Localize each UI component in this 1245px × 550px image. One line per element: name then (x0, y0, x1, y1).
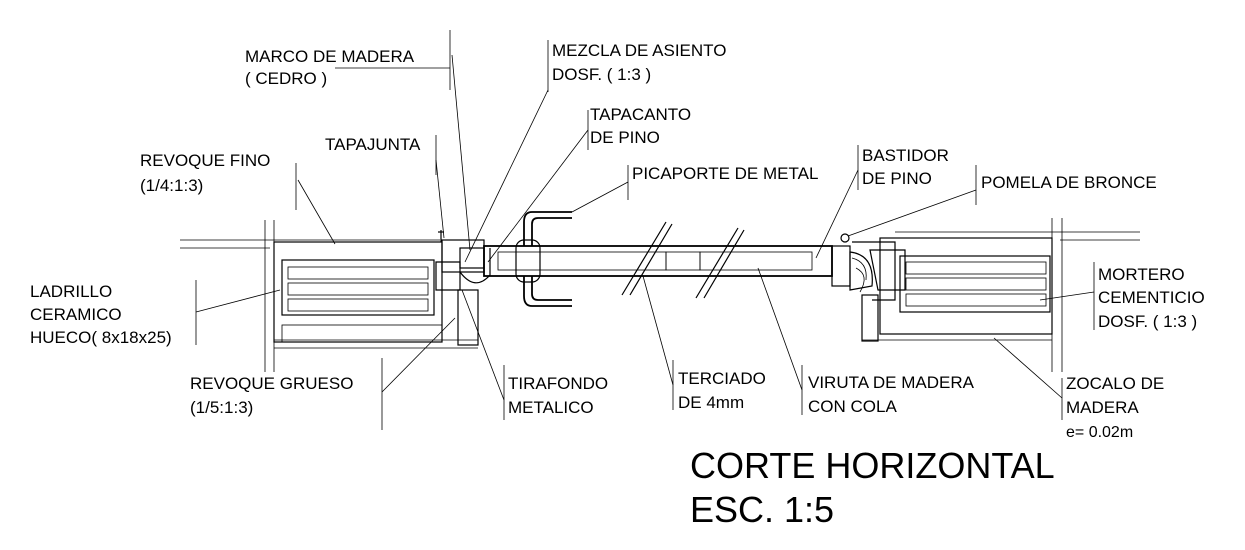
label-ladrillo-3: HUECO( 8x18x25) (30, 328, 172, 347)
left-wall (180, 220, 478, 372)
label-zocalo-3: e= 0.02m (1066, 424, 1133, 441)
callout-labels: MARCO DE MADERA ( CEDRO ) MEZCLA DE ASIE… (30, 41, 1205, 441)
label-terciado-2: DE 4mm (678, 393, 744, 412)
label-tirafondo-1: TIRAFONDO (508, 374, 608, 393)
title-line-2: ESC. 1:5 (690, 489, 834, 530)
label-tapacanto-1: TAPACANTO (590, 105, 691, 124)
label-mortero-1: MORTERO (1098, 265, 1185, 284)
label-mezcla-1: MEZCLA DE ASIENTO (552, 41, 726, 60)
label-mortero-2: CEMENTICIO (1098, 288, 1205, 307)
label-viruta-1: VIRUTA DE MADERA (808, 373, 975, 392)
label-pomela: POMELA DE BRONCE (981, 173, 1157, 192)
label-revoque-fino-2: (1/4:1:3) (140, 176, 203, 195)
label-viruta-2: CON COLA (808, 397, 897, 416)
label-picaporte: PICAPORTE DE METAL (632, 164, 818, 183)
right-door-frame (831, 233, 906, 301)
left-door-frame (435, 230, 491, 346)
label-terciado-1: TERCIADO (678, 369, 766, 388)
label-revoque-grueso-2: (1/5:1:3) (190, 398, 253, 417)
label-marco-1: MARCO DE MADERA (245, 47, 415, 66)
label-marco-2: ( CEDRO ) (245, 69, 327, 88)
label-bastidor-2: DE PINO (862, 169, 932, 188)
drawing-title: CORTE HORIZONTAL ESC. 1:5 (690, 445, 1055, 530)
right-wall (861, 218, 1140, 372)
label-ladrillo-1: LADRILLO (30, 282, 112, 301)
label-bastidor-1: BASTIDOR (862, 146, 949, 165)
label-tapacanto-2: DE PINO (590, 128, 660, 147)
door-handle (515, 211, 572, 307)
leader-lines (195, 30, 1095, 430)
door-leaf (483, 221, 833, 299)
label-tirafondo-2: METALICO (508, 398, 594, 417)
label-tapajunta: TAPAJUNTA (325, 135, 421, 154)
label-revoque-fino-1: REVOQUE FINO (140, 151, 270, 170)
label-ladrillo-2: CERAMICO (30, 305, 122, 324)
label-zocalo-1: ZOCALO DE (1066, 374, 1164, 393)
label-mortero-3: DOSF. ( 1:3 ) (1098, 312, 1197, 331)
label-zocalo-2: MADERA (1066, 398, 1139, 417)
title-line-1: CORTE HORIZONTAL (690, 445, 1055, 486)
label-mezcla-2: DOSF. ( 1:3 ) (552, 65, 651, 84)
label-revoque-grueso-1: REVOQUE GRUESO (190, 374, 353, 393)
